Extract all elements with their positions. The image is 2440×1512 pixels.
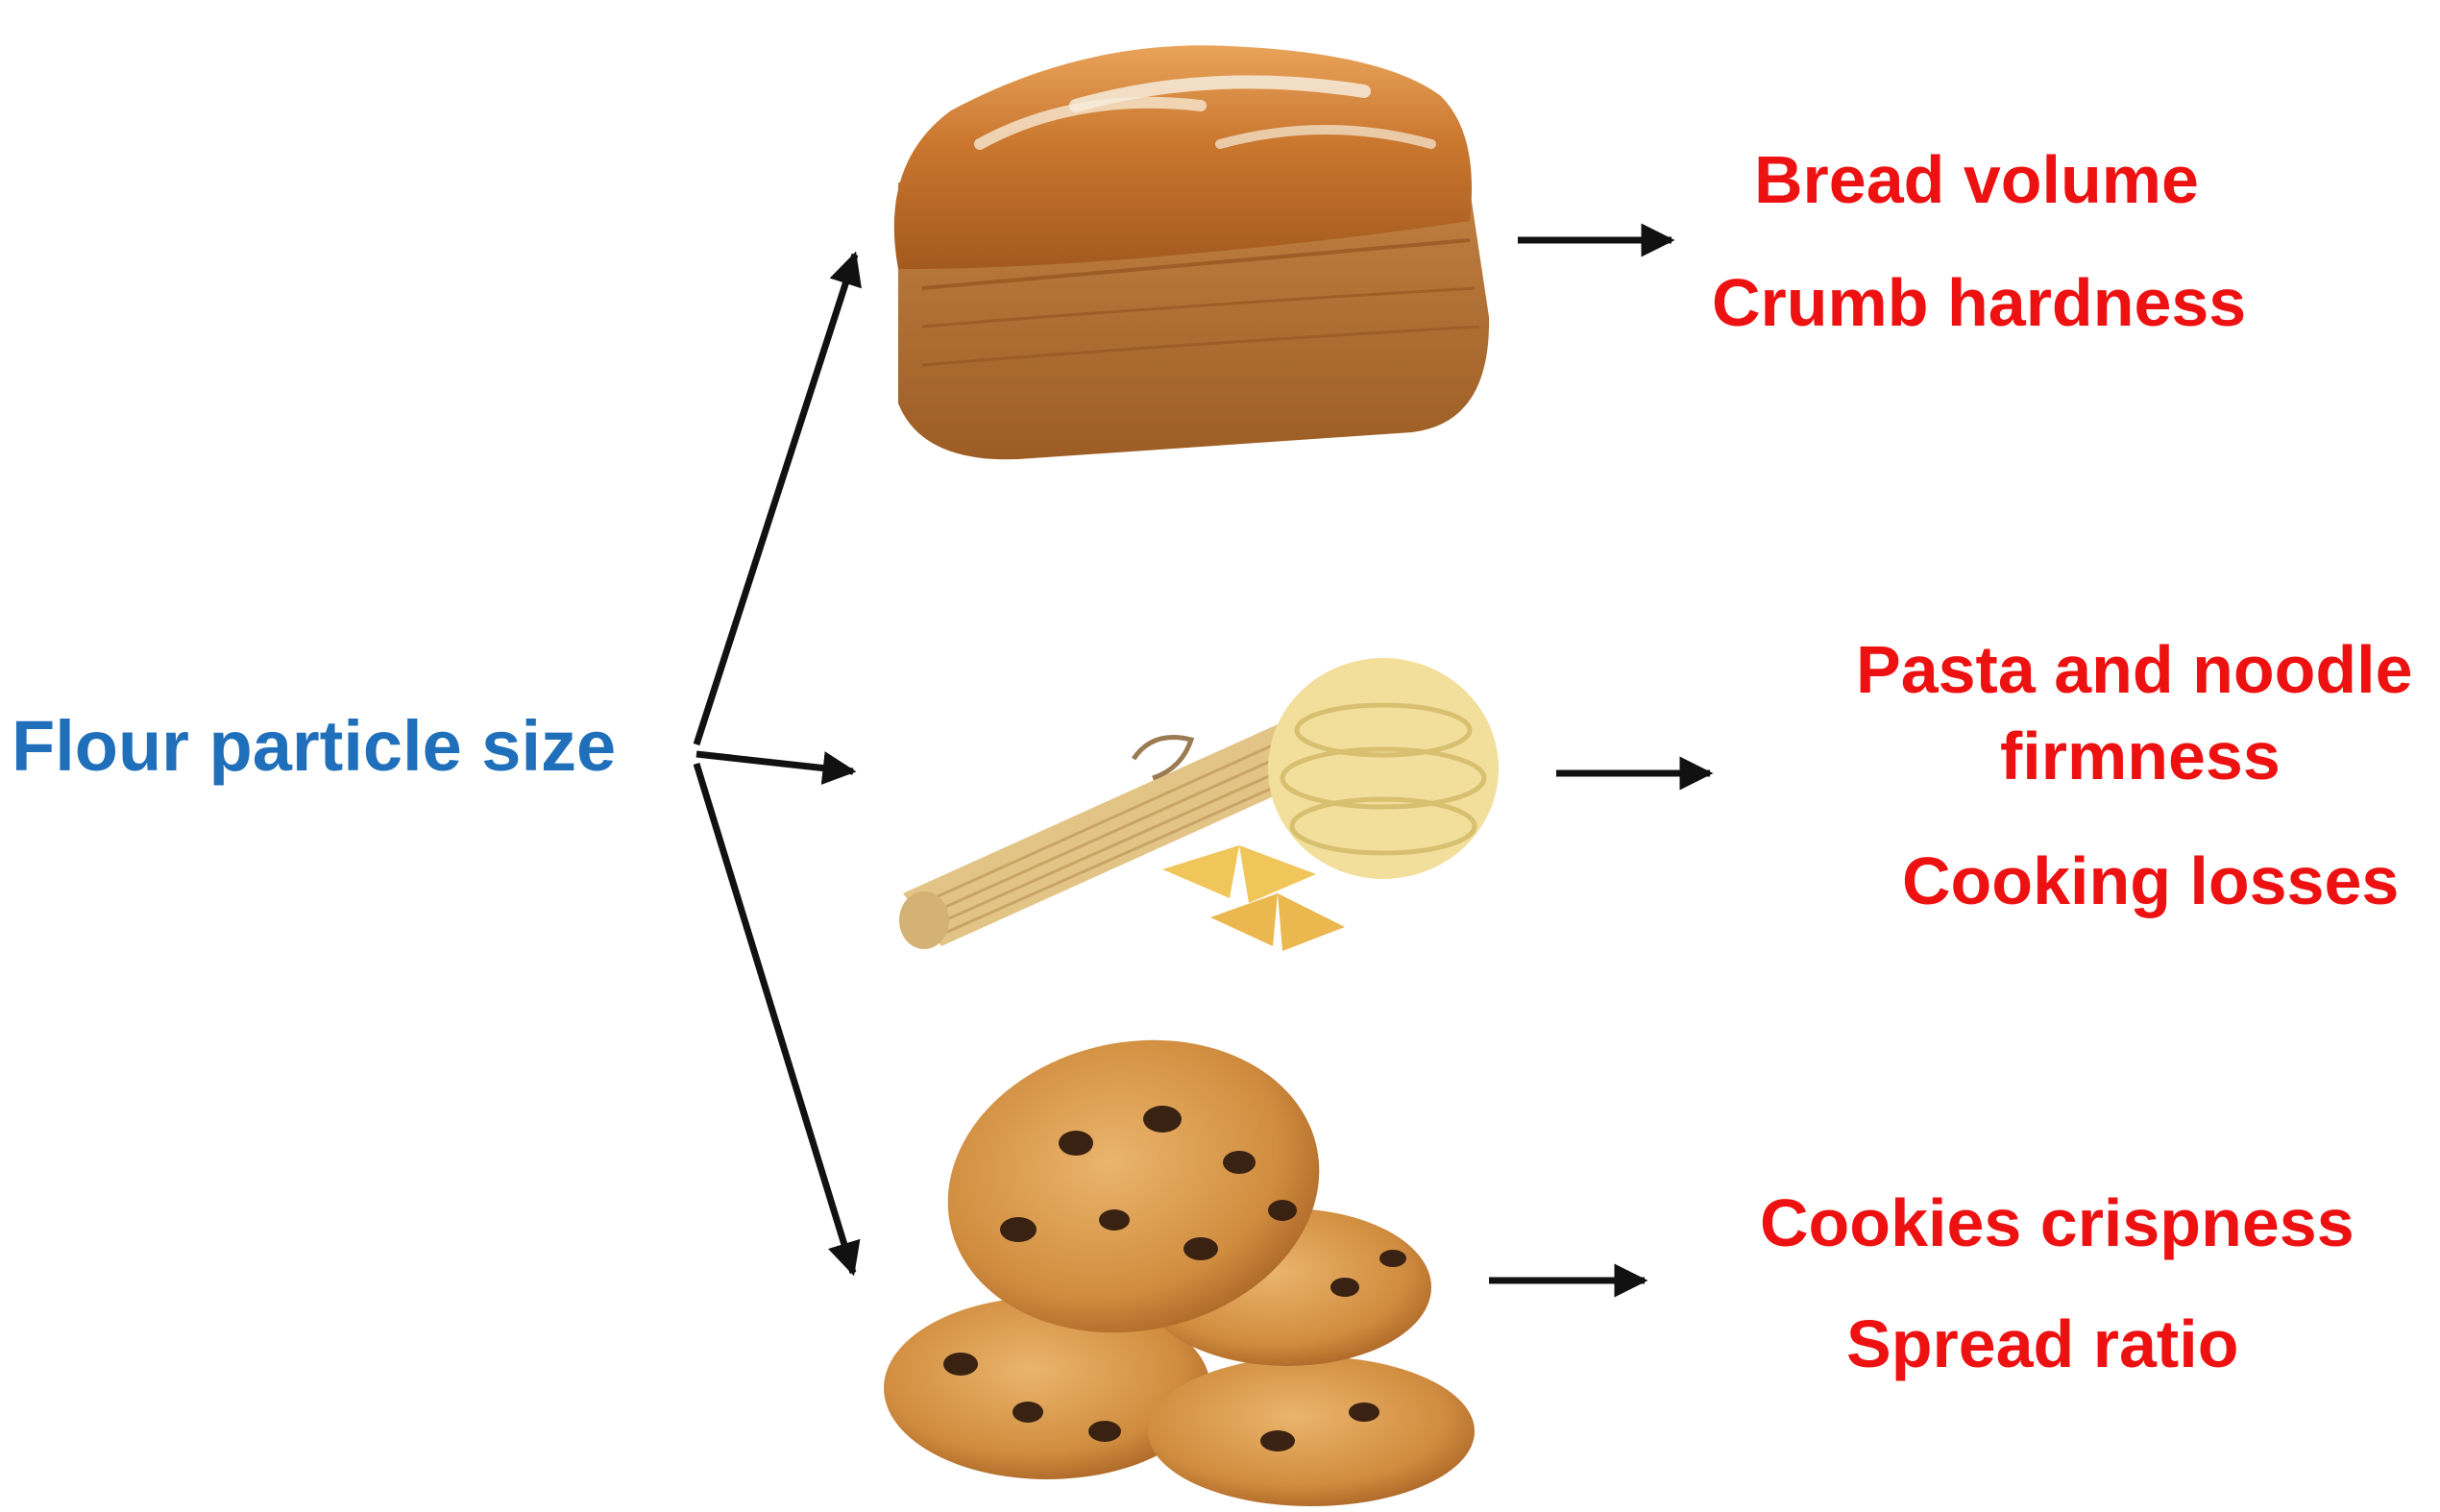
tagliatelle-nest bbox=[1268, 658, 1499, 879]
arrow-to-cookies bbox=[696, 764, 853, 1273]
source-arrows bbox=[696, 255, 855, 1273]
effect-cookies-crispness: Cookies crispness bbox=[1760, 1189, 2355, 1256]
effect-pasta-noodle: Pasta and noodle bbox=[1856, 636, 2413, 703]
arrow-to-bread bbox=[696, 255, 855, 744]
effect-cooking-losses: Cooking losses bbox=[1902, 847, 2399, 915]
pasta-bundle-icon bbox=[899, 658, 1499, 951]
effect-crumb-hardness: Crumb hardness bbox=[1712, 269, 2246, 336]
cookie-stack-icon bbox=[884, 1007, 1475, 1506]
arrow-to-pasta bbox=[696, 754, 853, 771]
effect-arrows bbox=[1489, 240, 1710, 1280]
effect-firmness: firmness bbox=[2000, 722, 2281, 790]
bread-loaf-icon bbox=[894, 45, 1489, 459]
effect-spread-ratio: Spread ratio bbox=[1846, 1310, 2238, 1378]
effect-bread-volume: Bread volume bbox=[1754, 146, 2199, 213]
farfalle bbox=[1162, 845, 1316, 903]
source-label: Flour particle size bbox=[12, 711, 616, 782]
